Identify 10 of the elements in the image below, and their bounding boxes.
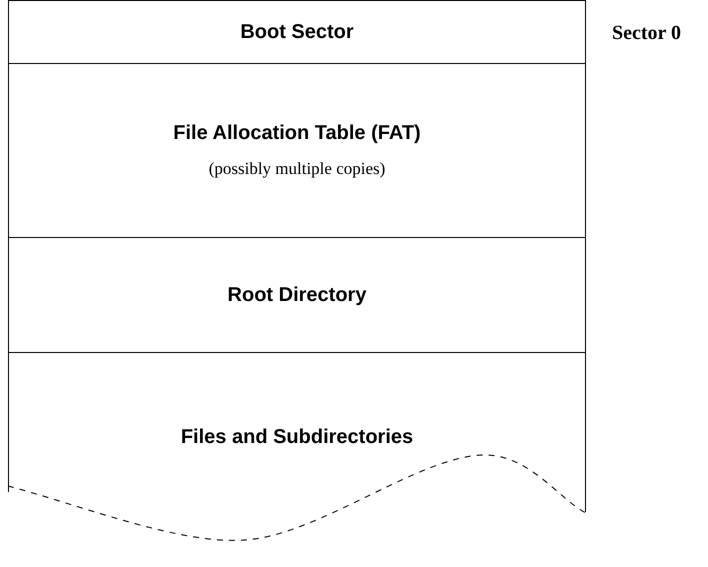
layout-band (8, 352, 586, 512)
band-note: (possibly multiple copies) (208, 159, 386, 179)
band-title: File Allocation Table (FAT) (173, 122, 421, 145)
band-title: Boot Sector (240, 20, 354, 44)
layout-band (8, 0, 586, 63)
band-title: Root Directory (228, 284, 366, 306)
band-title: Files and Subdirectories (180, 426, 414, 449)
layout-band (8, 237, 586, 352)
sector-label: Sector 0 (612, 22, 682, 45)
layout-band (8, 63, 586, 237)
